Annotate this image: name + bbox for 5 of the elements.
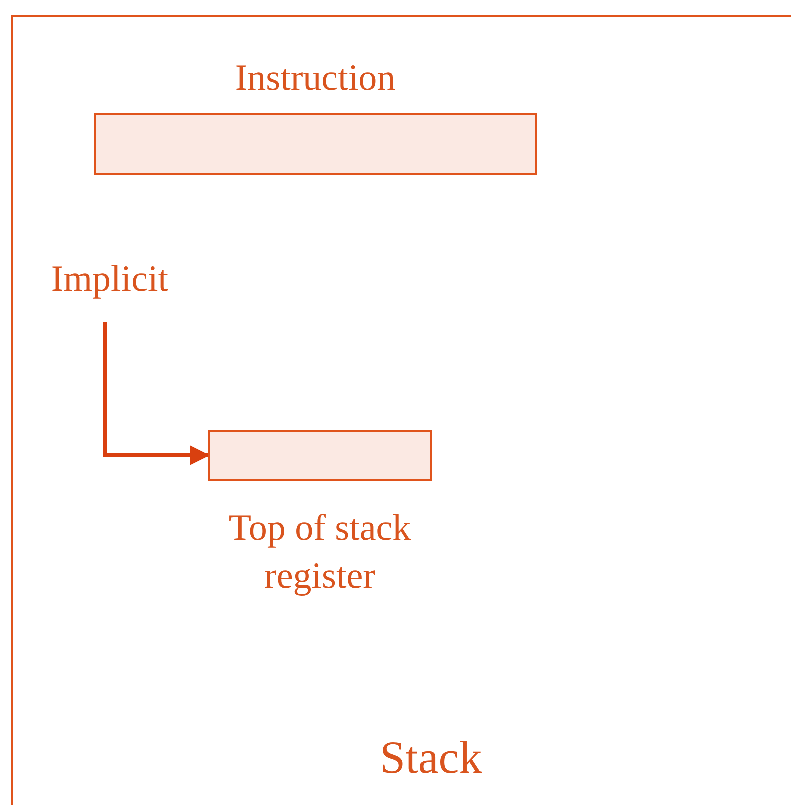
box-label: Instruction: [235, 57, 396, 101]
box-label: Top of stack register: [228, 507, 412, 599]
arrow: [103, 322, 210, 466]
panel-title: Stack: [380, 731, 482, 785]
implicit-label: Implicit: [50, 258, 170, 302]
